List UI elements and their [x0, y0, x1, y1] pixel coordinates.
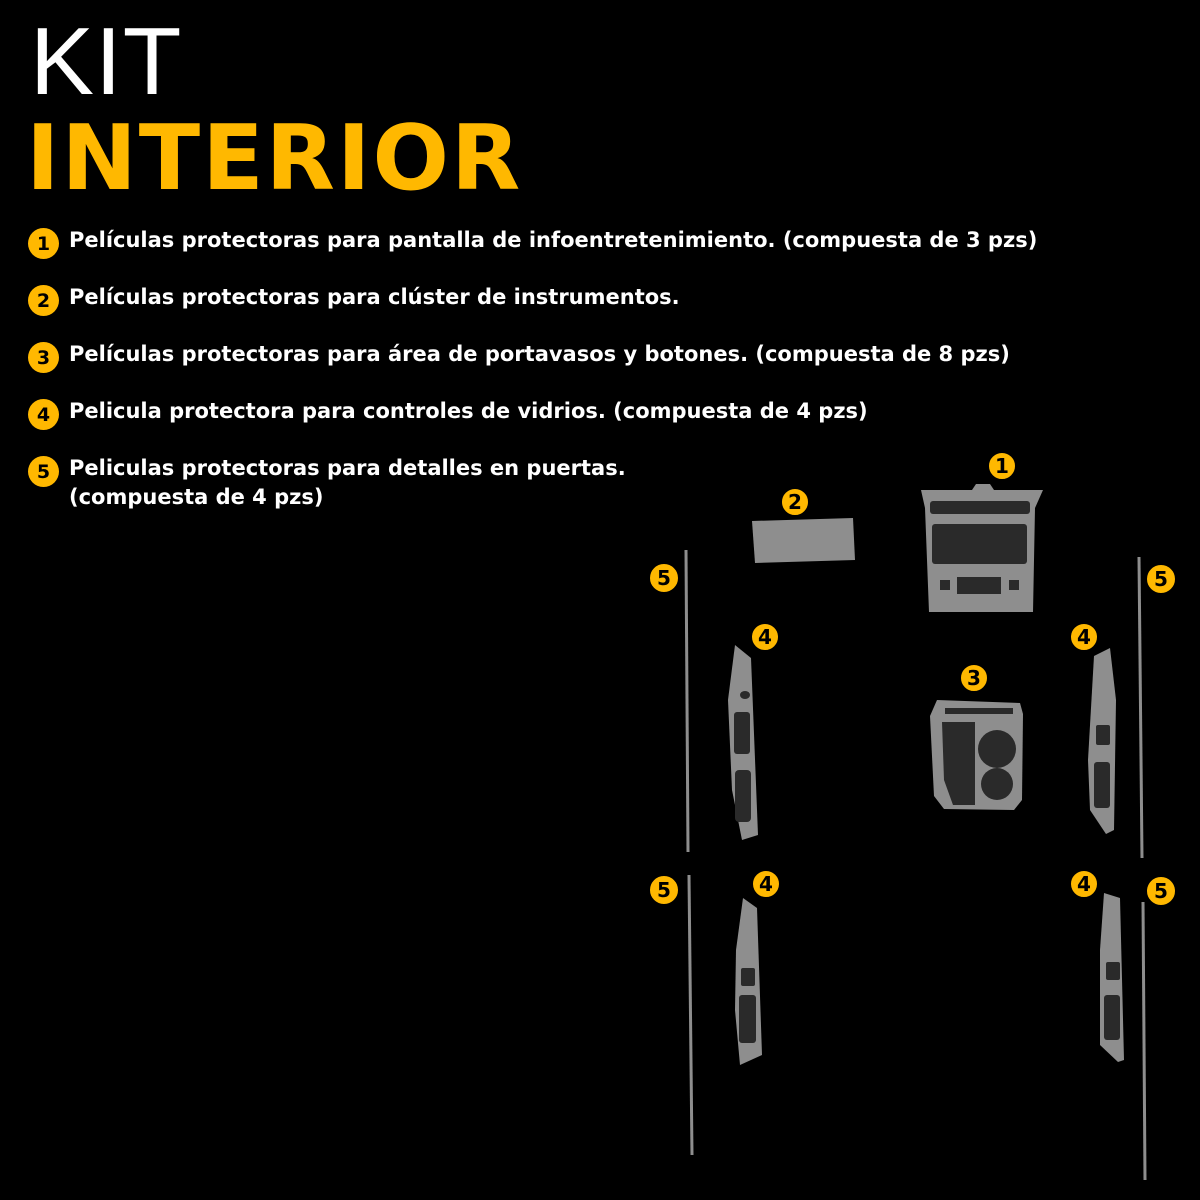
diagram-label-5-front-left-text: 5 [657, 566, 671, 590]
item-text-5-line2: (compuesta de 4 pzs) [69, 485, 324, 509]
item-text-2: Películas protectoras para clúster de in… [69, 285, 680, 309]
diagram-label-5-front-right: 5 [1145, 563, 1177, 595]
list-item-1: 1 Películas protectoras para pantalla de… [28, 226, 1188, 259]
window-control-film-rear-right [1100, 893, 1124, 1062]
window-control-film-front-left [728, 645, 758, 840]
item-text-5-line1: Peliculas protectoras para detalles en p… [69, 456, 626, 480]
door-strip-film-front-left [684, 549, 690, 853]
window-control-film-front-right [1088, 648, 1116, 834]
diagram-label-4-rear-right-text: 4 [1077, 872, 1091, 896]
diagram-label-2: 2 [780, 487, 810, 517]
title-kit: KIT [30, 8, 183, 115]
diagram-label-2-text: 2 [788, 490, 802, 514]
cupholder-film [930, 700, 1023, 810]
diagram-label-4-rear-left-text: 4 [759, 872, 773, 896]
diagram-label-5-rear-right-text: 5 [1154, 879, 1168, 903]
list-item-2: 2 Películas protectoras para clúster de … [28, 283, 1188, 316]
number-badge-5: 5 [28, 456, 59, 487]
diagram-label-1: 1 [987, 451, 1017, 481]
diagram-label-4-front-left: 4 [750, 622, 780, 652]
title-interior: INTERIOR [26, 106, 523, 211]
number-badge-3: 3 [28, 342, 59, 373]
door-strip-film-front-right [1137, 556, 1144, 859]
diagram-label-4-front-left-text: 4 [758, 625, 772, 649]
diagram-label-5-front-left: 5 [648, 562, 680, 594]
list-item-4: 4 Pelicula protectora para controles de … [28, 397, 1188, 430]
feature-list: 1 Películas protectoras para pantalla de… [28, 226, 1188, 536]
diagram-label-4-rear-left: 4 [751, 869, 781, 899]
infotainment-film [921, 484, 1043, 612]
diagram-label-5-rear-left: 5 [648, 874, 680, 906]
number-badge-1: 1 [28, 228, 59, 259]
diagram-label-3: 3 [959, 663, 989, 693]
diagram-label-4-front-right-text: 4 [1077, 625, 1091, 649]
diagram-label-4-rear-right: 4 [1069, 869, 1099, 899]
door-strip-film-rear-left [687, 874, 694, 1156]
item-text-4: Pelicula protectora para controles de vi… [69, 399, 868, 423]
number-badge-4: 4 [28, 399, 59, 430]
item-text-1: Películas protectoras para pantalla de i… [69, 228, 1038, 252]
window-control-film-rear-left [735, 898, 762, 1065]
item-text-3: Películas protectoras para área de porta… [69, 342, 1010, 366]
number-badge-2: 2 [28, 285, 59, 316]
door-strip-film-rear-right [1141, 901, 1147, 1181]
diagram-label-5-rear-left-text: 5 [657, 878, 671, 902]
diagram-label-3-text: 3 [967, 666, 981, 690]
diagram-label-5-front-right-text: 5 [1154, 567, 1168, 591]
list-item-5: 5 Peliculas protectoras para detalles en… [28, 454, 1188, 512]
diagram-label-4-front-right: 4 [1069, 622, 1099, 652]
cluster-film [752, 518, 855, 563]
item-text-5: Peliculas protectoras para detalles en p… [69, 454, 626, 512]
diagram-label-1-text: 1 [995, 454, 1009, 478]
list-item-3: 3 Películas protectoras para área de por… [28, 340, 1188, 373]
diagram-label-5-rear-right: 5 [1145, 875, 1177, 907]
